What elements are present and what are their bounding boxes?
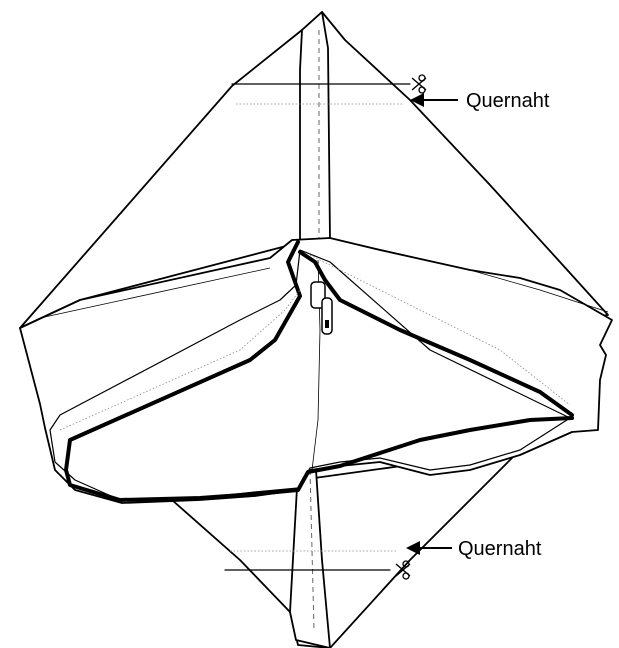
bottom-seam-arrow [406, 541, 452, 555]
zipper-right-edge [298, 250, 574, 417]
top-seam-arrow [410, 93, 458, 107]
inner-panel-edge-left [39, 267, 271, 319]
stitch-line-right [309, 254, 571, 406]
zipper-left-edge [64, 240, 574, 502]
top-seam-label: Quernaht [466, 90, 550, 112]
zipper-pull [310, 281, 333, 335]
upper-front-flap [299, 11, 331, 241]
scissors-icon [411, 74, 427, 94]
inner-panel-edge-right [329, 237, 609, 313]
bottom-seam-label: Quernaht [458, 538, 542, 560]
stitch-line-left [59, 289, 301, 431]
scissors-icon [395, 560, 411, 580]
